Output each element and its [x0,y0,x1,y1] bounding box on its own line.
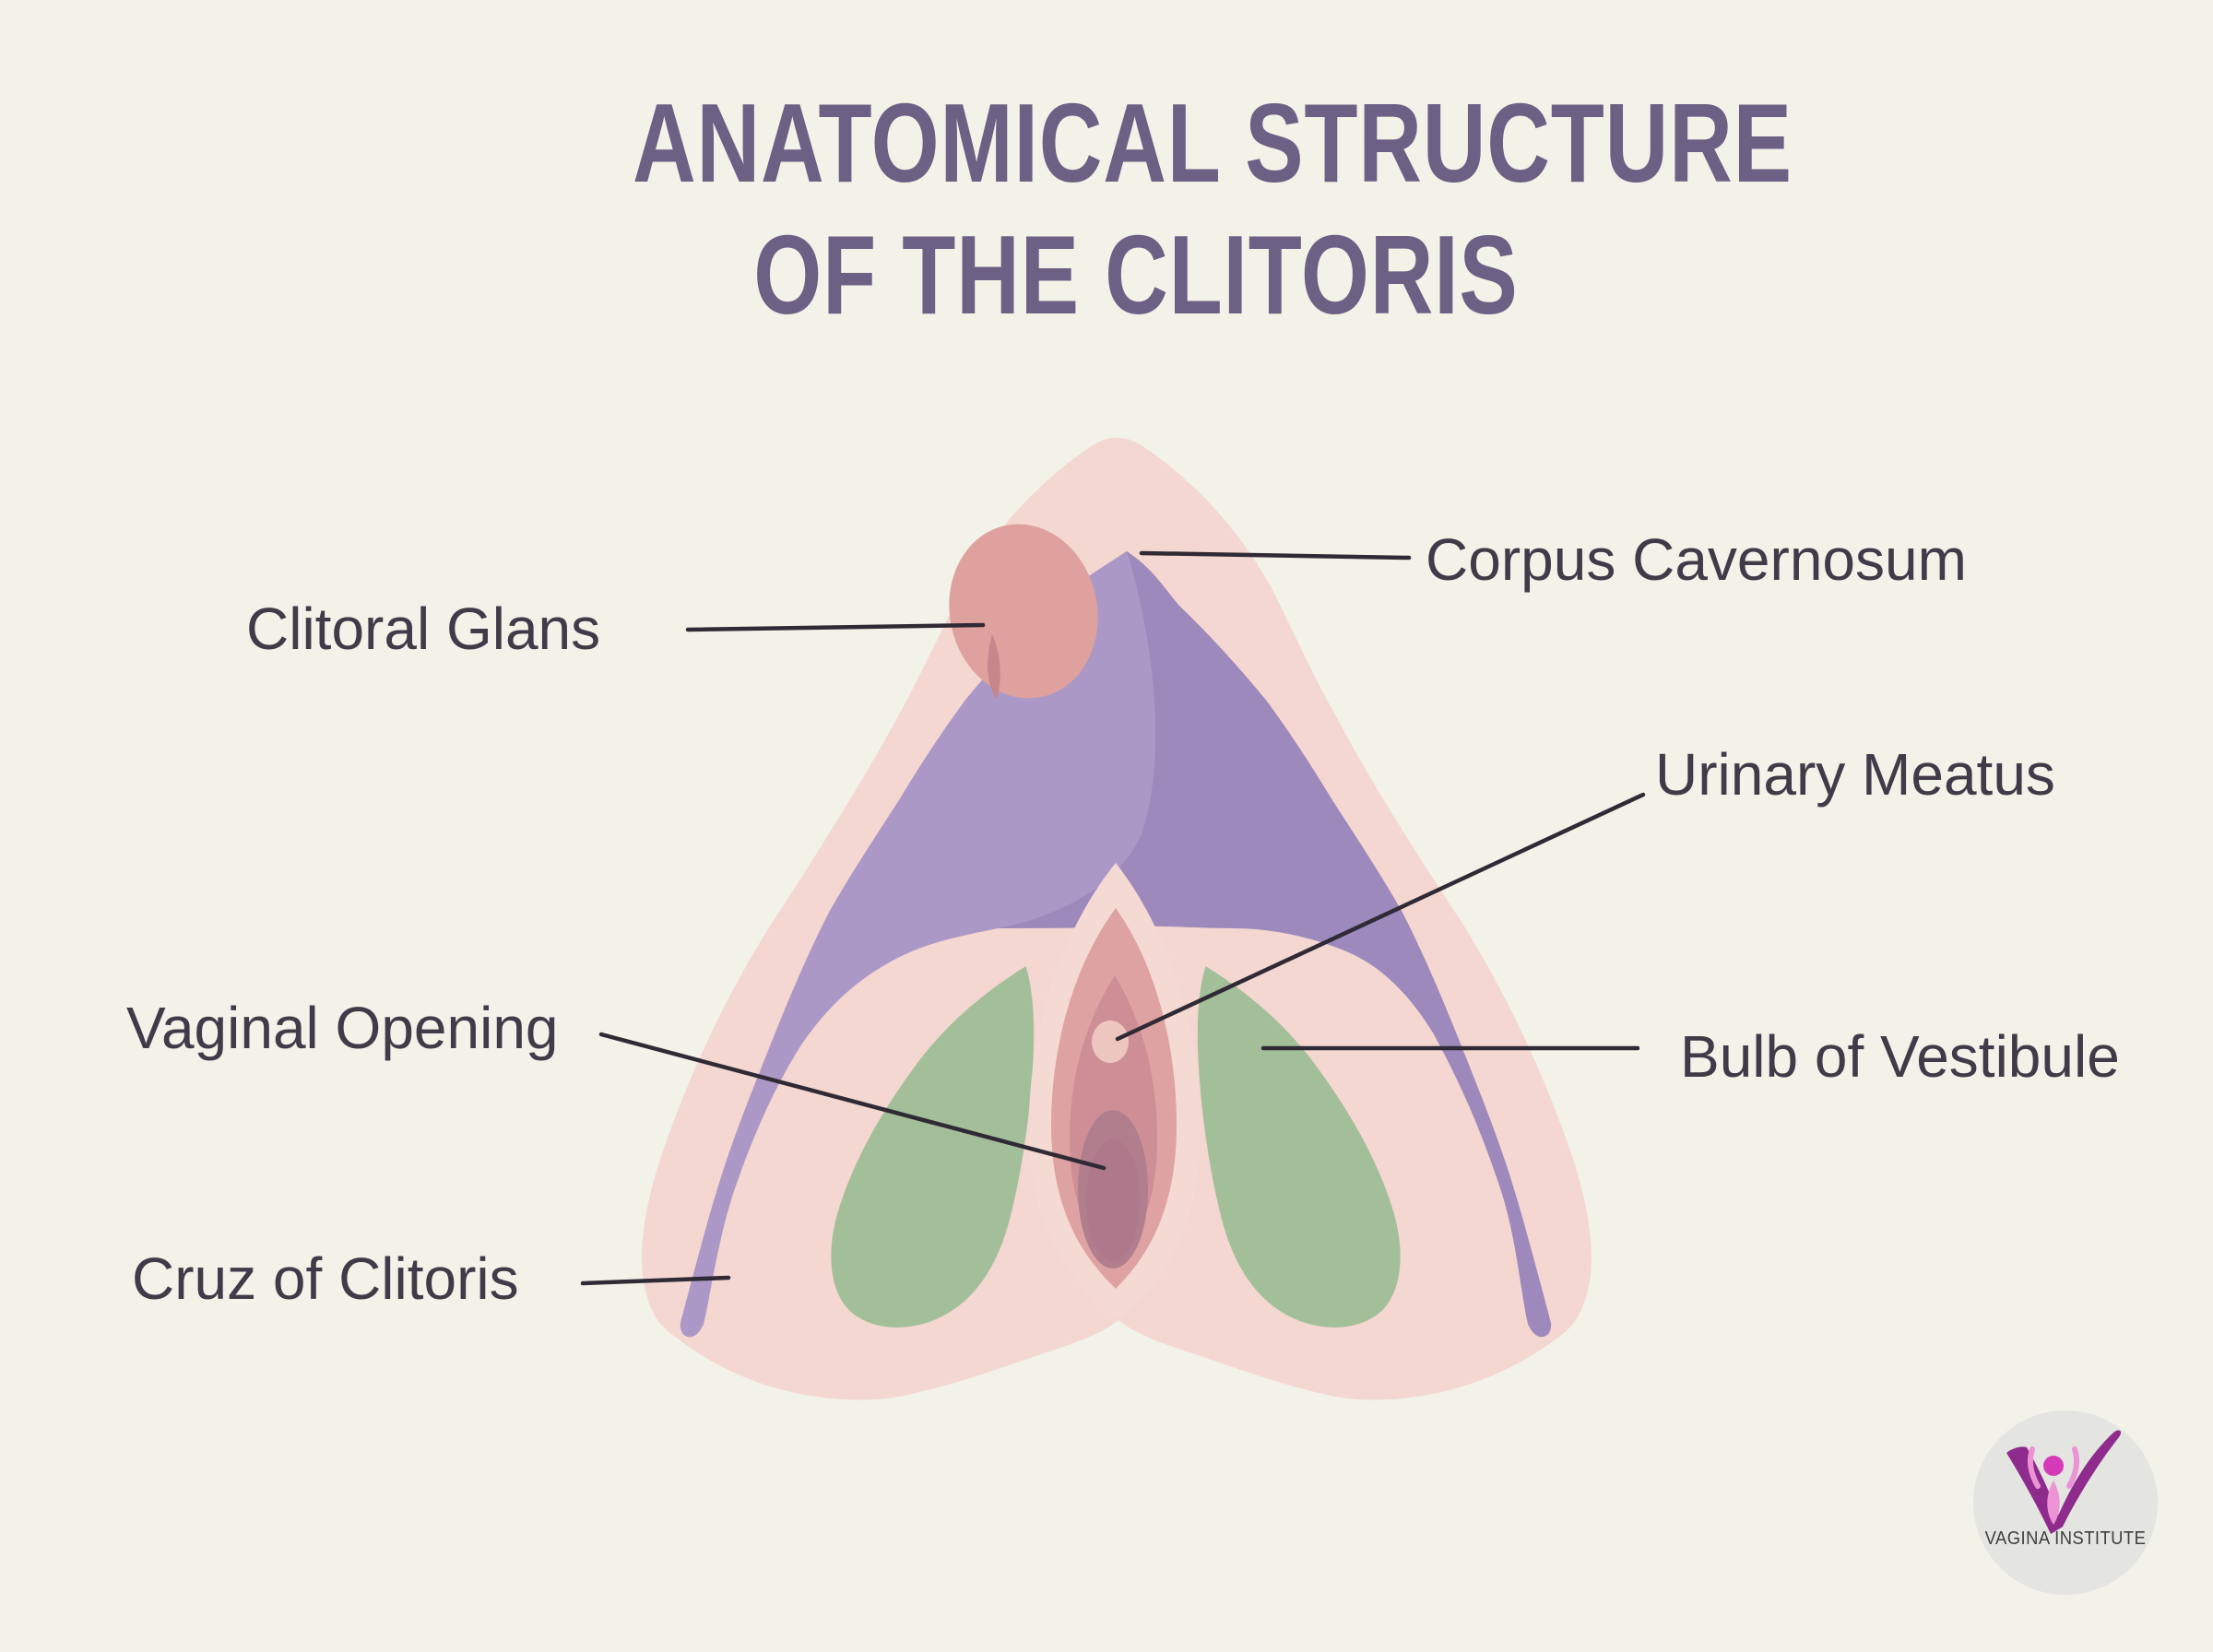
glans-cleft [988,634,1000,699]
logo-graphic [1973,1410,2158,1595]
logo-v-right-stroke [2051,1430,2122,1534]
logo-figure-arm-right [2066,1446,2079,1489]
label-corpus-cavernosum: Corpus Cavernosum [1426,526,1967,593]
leader-corpus-cavernosum [1139,550,1412,560]
urinary-meatus-dot [1092,1021,1129,1063]
logo-figure-body [2047,1481,2060,1525]
logo-figure-arm-left [2028,1446,2041,1489]
clitoral-glans-shape [949,524,1098,699]
label-bulb-of-vestibule: Bulb of Vestibule [1680,1023,2120,1090]
label-cruz-of-clitoris: Cruz of Clitoris [132,1245,519,1312]
label-vaginal-opening: Vaginal Opening [126,995,559,1061]
page-title-line2: OF THE CLITORIS [753,211,1519,337]
leader-clitoral-glans [685,622,986,632]
leader-cruz-of-clitoris [580,1275,731,1286]
leader-urinary-meatus [1115,792,1646,1042]
page-title: ANATOMICAL STRUCTURE OF THE CLITORIS [633,77,1793,340]
logo-figure-head-icon [2043,1456,2064,1476]
label-urinary-meatus: Urinary Meatus [1655,741,2055,808]
crus-left-shape [680,551,1156,1338]
label-clitoral-glans: Clitoral Glans [246,596,601,662]
logo-text: VAGINA INSTITUTE [1984,1528,2147,1549]
page-title-line1: ANATOMICAL STRUCTURE [633,80,1793,206]
leader-vaginal-opening [598,1032,1106,1171]
logo-badge: VAGINA INSTITUTE [1973,1410,2158,1595]
vaginal-opening-inner [1086,1139,1140,1261]
